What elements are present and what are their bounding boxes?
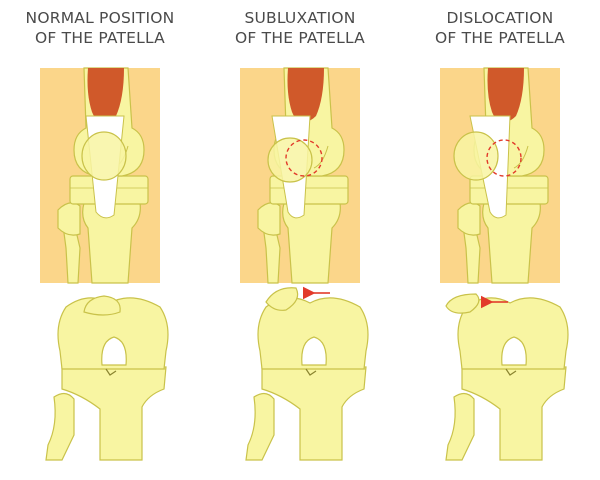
subluxation-bottom-view	[245, 286, 369, 461]
dislocation-front-view	[439, 67, 561, 284]
normal-position-outline	[285, 139, 323, 177]
patella	[81, 131, 127, 181]
patella	[83, 295, 121, 316]
title-line-1: SUBLUXATION	[244, 9, 356, 27]
title-line-1: DISLOCATION	[446, 9, 554, 27]
title-line-2: OF THE PATELLA	[235, 29, 365, 47]
panel-title-subluxation: SUBLUXATION OF THE PATELLA	[200, 8, 400, 48]
normal-position-outline	[486, 139, 522, 177]
subluxation-front-view	[239, 67, 361, 284]
patella	[445, 293, 480, 314]
title-line-2: OF THE PATELLA	[35, 29, 165, 47]
title-line-1: NORMAL POSITION	[25, 9, 175, 27]
panel-title-normal: NORMAL POSITION OF THE PATELLA	[0, 8, 200, 48]
dislocation-bottom-view	[445, 293, 569, 461]
patella	[265, 287, 299, 311]
normal-front-view	[39, 67, 161, 284]
patella	[267, 137, 313, 183]
panel-title-dislocation: DISLOCATION OF THE PATELLA	[400, 8, 600, 48]
title-line-2: OF THE PATELLA	[435, 29, 565, 47]
normal-bottom-view	[45, 295, 169, 461]
patella	[453, 131, 499, 181]
